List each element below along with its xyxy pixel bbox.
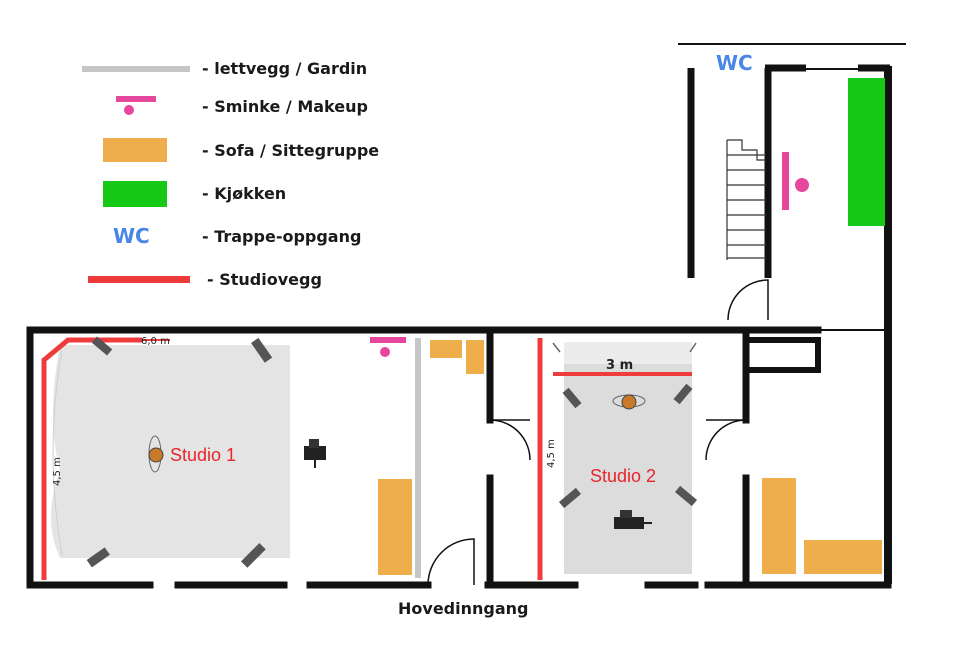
legend-label-kitchen: - Kjøkken bbox=[202, 184, 286, 203]
right-room bbox=[762, 478, 882, 574]
lounge-sofa-side bbox=[466, 340, 484, 374]
legend-label-studio-wall: - Studiovegg bbox=[207, 270, 322, 289]
main-entrance-door bbox=[427, 538, 475, 586]
studio-1: 6,0 m 4,5 m Studio 1 bbox=[41, 336, 326, 580]
stair-door bbox=[727, 279, 769, 321]
studio-2-depth-label: 4,5 m bbox=[546, 439, 557, 468]
studio-1-backdrop bbox=[51, 345, 290, 558]
legend-label-sofa: - Sofa / Sittegruppe bbox=[202, 141, 379, 160]
main-walls bbox=[26, 326, 892, 589]
right-sofa-vertical bbox=[762, 478, 796, 574]
makeup-stool-lounge bbox=[380, 347, 390, 357]
studio-1-lights bbox=[86, 336, 273, 568]
legend-swatch-light-wall bbox=[82, 66, 190, 72]
light-wall bbox=[415, 338, 421, 578]
doors bbox=[427, 419, 747, 586]
studio-1-width-label: 6,0 m bbox=[141, 336, 170, 347]
makeup-stool-upper bbox=[795, 178, 809, 192]
lounge-sofa-small bbox=[430, 340, 462, 358]
wc-label: WC bbox=[716, 51, 753, 75]
studio-1-model bbox=[148, 435, 164, 473]
legend-label-makeup: - Sminke / Makeup bbox=[202, 97, 368, 116]
makeup-station-lounge bbox=[370, 337, 406, 343]
studio-2: 3 m 4,5 m Studio 2 bbox=[537, 338, 697, 580]
legend-label-stairs: - Trappe-oppgang bbox=[202, 227, 361, 246]
legend-swatch-wc: WC bbox=[113, 224, 150, 248]
studio-2-label: Studio 2 bbox=[590, 466, 656, 486]
studio-1-depth-label: 4,5 m bbox=[52, 457, 63, 486]
staircase bbox=[726, 139, 766, 260]
legend-swatch-kitchen bbox=[103, 181, 167, 207]
studio-2-backdrop bbox=[564, 342, 692, 574]
main-entrance-label: Hovedinngang bbox=[398, 599, 528, 618]
studio-1-wall bbox=[41, 337, 142, 580]
legend: - lettvegg / Gardin - Sminke / Makeup - … bbox=[82, 59, 379, 289]
makeup-station-upper bbox=[782, 152, 789, 210]
legend-swatch-sofa bbox=[103, 138, 167, 162]
studio-2-model bbox=[612, 394, 646, 410]
studio-2-camera-icon bbox=[614, 510, 652, 529]
right-sofa-horizontal bbox=[804, 540, 882, 574]
studio-1-camera-icon bbox=[304, 439, 326, 468]
legend-swatch-makeup bbox=[116, 96, 156, 115]
legend-swatch-studio-wall bbox=[88, 276, 190, 283]
studio-1-label: Studio 1 bbox=[170, 445, 236, 465]
studio-2-lights bbox=[559, 383, 697, 509]
lounge bbox=[370, 337, 484, 578]
upper-wing: WC bbox=[678, 43, 906, 584]
legend-label-light-wall: - lettvegg / Gardin bbox=[202, 59, 367, 78]
studio-2-width-label: 3 m bbox=[606, 358, 633, 373]
lounge-sofa-long bbox=[378, 479, 412, 575]
kitchen-counter bbox=[848, 78, 885, 226]
